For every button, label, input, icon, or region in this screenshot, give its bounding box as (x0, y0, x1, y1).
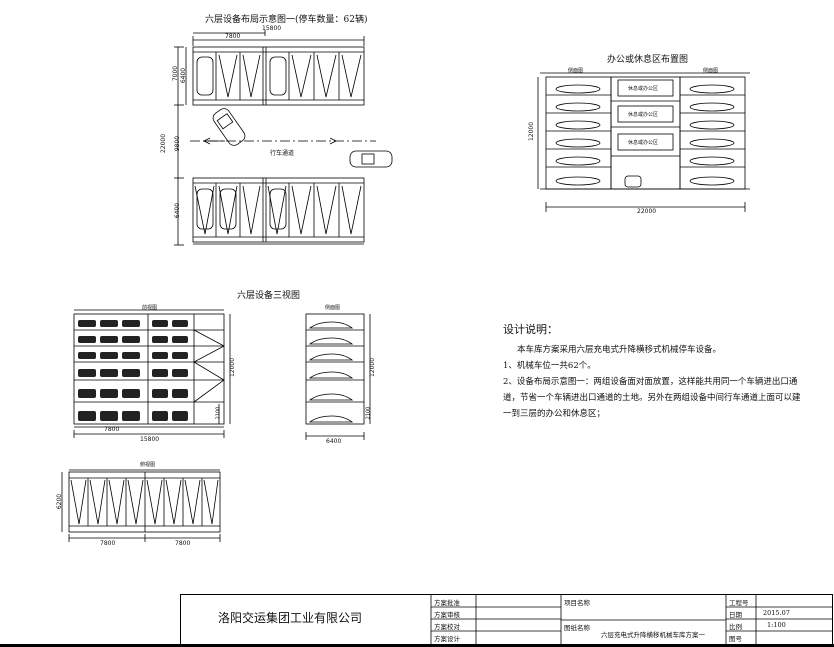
office-side-left: 侧面图 (568, 68, 584, 74)
office-right-levels (680, 84, 745, 186)
bottom-slots (194, 183, 362, 237)
check-label: 方案校对 (434, 623, 460, 631)
notes-line-3: 2、设备布局示意图一：两组设备面对面放置，这样能共用同一个车辆进出口通 (503, 377, 798, 387)
bottom-border (0, 644, 834, 647)
drawing-name-label: 图纸名称 (564, 624, 590, 632)
plan-dim-total: 15800 (262, 25, 282, 32)
office-room-2: 休息或办公区 (628, 112, 659, 118)
office-width-dim: 22000 (637, 208, 657, 215)
plan-dim-half: 7800 (225, 33, 241, 40)
side-width: 6400 (326, 438, 342, 445)
notes-heading: 设计说明： (503, 323, 558, 336)
front-view-label: 前视图 (142, 305, 158, 311)
office-title: 办公或休息区布置图 (607, 55, 689, 65)
front-view-cars (78, 320, 188, 421)
drawing-no-label: 图号 (729, 635, 742, 643)
three-view-title: 六层设备三视图 (237, 291, 301, 301)
review-label: 方案审核 (434, 611, 460, 619)
top-view-label: 俯视图 (140, 462, 156, 468)
top-half1: 7800 (100, 540, 116, 547)
front-height: 12000 (229, 357, 237, 378)
design-label: 方案设计 (434, 635, 460, 643)
notes-line-2: 1、机械车位一共62个。 (503, 361, 596, 371)
front-half: 7800 (104, 426, 120, 433)
top-half2: 7800 (175, 540, 191, 547)
office-room-1: 休息或办公区 (628, 86, 659, 92)
date-label: 日期 (729, 611, 742, 619)
lane-car-2 (349, 150, 393, 168)
office-left-levels (546, 84, 611, 186)
project-name-label: 项目名称 (564, 599, 590, 607)
lane-label: 行车通道 (270, 150, 295, 157)
office-room-3: 休息或办公区 (628, 140, 659, 146)
approve-label: 方案批准 (434, 599, 460, 607)
front-levels (74, 329, 225, 403)
side-height: 12000 (369, 357, 377, 378)
lane-car-1 (212, 108, 246, 146)
top-depth: 6200 (56, 493, 64, 510)
company-name: 洛阳交运集团工业有限公司 (218, 611, 363, 625)
title-block: 洛阳交运集团工业有限公司 方案批准 方案审核 方案校对 方案设计 项目名称 图纸… (180, 594, 833, 645)
top-view-slots (70, 478, 219, 526)
scale-label: 比例 (729, 623, 742, 631)
notes-line-5: 一到三层的办公和休息区； (503, 409, 606, 419)
drawing-name: 六层充电式升降横移机械车库方案一 (601, 631, 705, 639)
side-view-label: 侧面图 (325, 305, 341, 311)
office-side-right: 侧面图 (703, 68, 719, 74)
top-slots (196, 52, 362, 100)
date-value: 2015.07 (763, 609, 790, 617)
front-small: 2100 (215, 406, 222, 420)
notes-line-1: 本车库方案采用六层充电式升降横移式机械停车设备。 (517, 345, 722, 355)
plan-title: 六层设备布局示意图一(停车数量：62辆) (205, 15, 368, 25)
side-small: 2100 (365, 406, 372, 420)
design-notes: 设计说明： 本车库方案采用六层充电式升降横移式机械停车设备。 1、机械车位一共6… (503, 322, 803, 422)
project-no-label: 工程号 (729, 599, 749, 607)
notes-line-4: 道，节省一个车辆进出口通道的土地。另外在两组设备中间行车通道上面可以建 (503, 393, 801, 403)
front-width: 15800 (140, 436, 160, 443)
scale-value: 1:100 (767, 621, 786, 629)
